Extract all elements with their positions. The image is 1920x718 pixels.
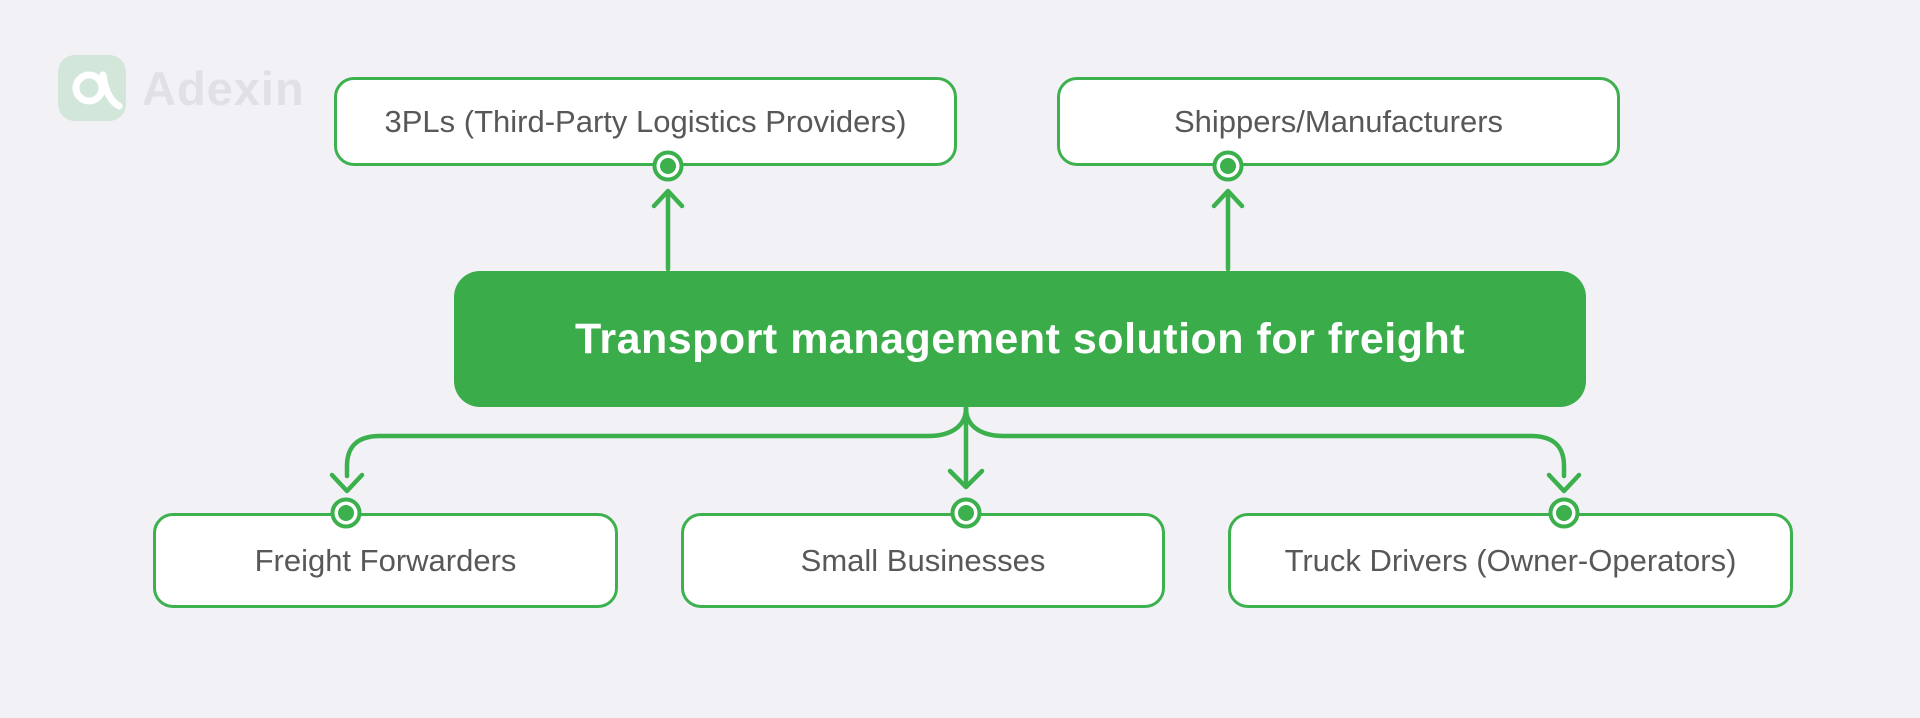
node-small-label: Small Businesses [800,542,1046,578]
adexin-wordmark: Adexin [142,61,305,115]
logo-tail [99,71,123,110]
node-truck-drivers: Truck Drivers (Owner-Operators) [1228,513,1793,608]
branch-left-head [329,472,365,494]
branch-right-line [963,405,1567,479]
node-shippers-label: Shippers/Manufacturers [1173,103,1504,139]
arrow-up-left-head [651,188,685,209]
node-truck-label: Truck Drivers (Owner-Operators) [1284,542,1737,578]
node-shippers-manufacturers: Shippers/Manufacturers [1057,77,1620,166]
branch-right-head [1546,472,1582,494]
logo-ring [72,71,106,105]
node-3pls: 3PLs (Third-Party Logistics Providers) [334,77,957,166]
adexin-logo: Adexin [58,55,305,121]
adexin-a-icon [58,55,126,121]
node-freight-label: Freight Forwarders [254,542,517,578]
node-center-title: Transport management solution for freigh… [454,271,1586,407]
branch-center-head [947,468,985,490]
node-freight-forwarders: Freight Forwarders [153,513,618,608]
center-title-label: Transport management solution for freigh… [574,314,1466,363]
branch-left-line [344,405,969,479]
node-3pls-label: 3PLs (Third-Party Logistics Providers) [384,103,907,139]
node-small-businesses: Small Businesses [681,513,1165,608]
logo-square [58,55,126,121]
arrow-up-right-head [1211,188,1245,209]
